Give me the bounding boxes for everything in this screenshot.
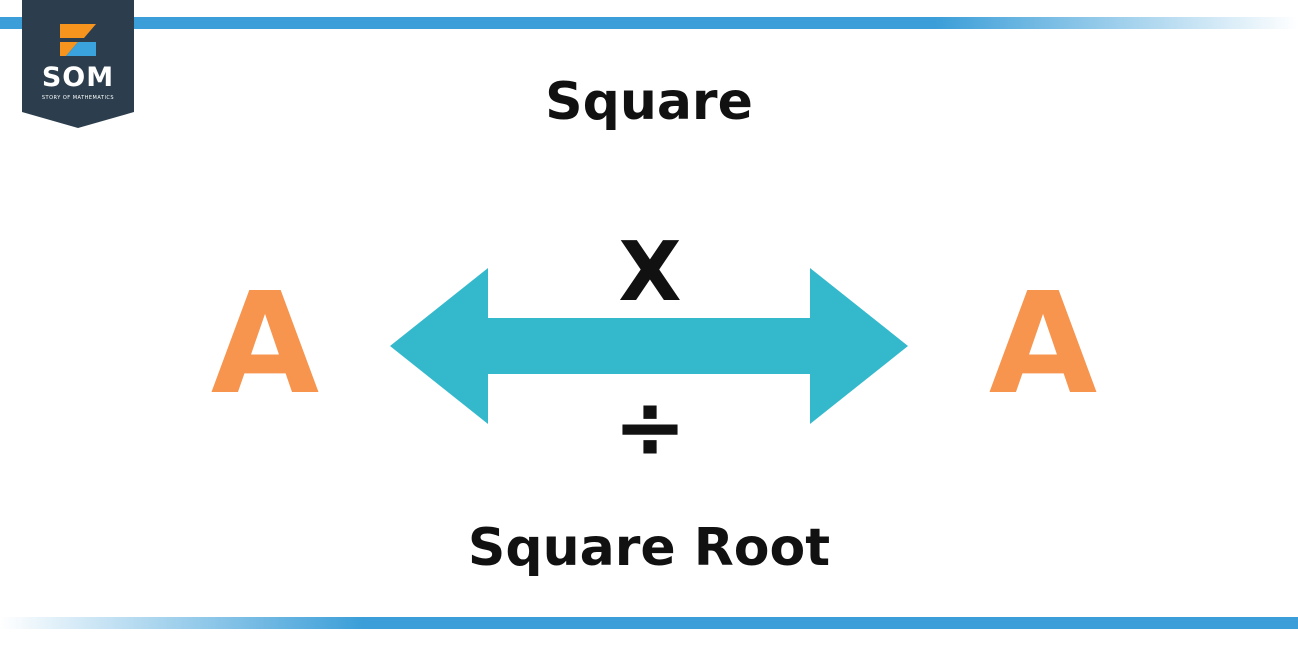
som-logo-icon [22, 0, 134, 128]
top-stripe [0, 17, 1298, 29]
left-term: A [210, 263, 320, 426]
logo-abbreviation: SOM [41, 62, 115, 93]
square-label: Square [545, 72, 753, 132]
bottom-stripe [0, 617, 1298, 629]
multiply-symbol: X [618, 225, 682, 320]
square-root-label: Square Root [467, 518, 831, 578]
right-term: A [988, 263, 1098, 426]
som-logo: SOM STORY OF MATHEMATICS [22, 0, 134, 128]
double-headed-arrow-icon [390, 268, 908, 424]
divide-symbol: ÷ [613, 375, 687, 478]
logo-tagline: STORY OF MATHEMATICS [41, 95, 115, 101]
